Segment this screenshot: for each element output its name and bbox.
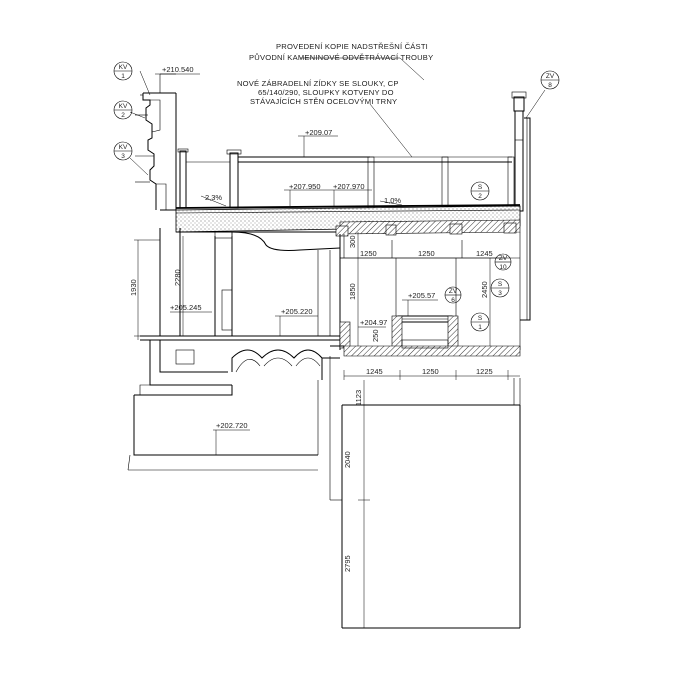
level-210540: +210.540 [162,65,194,74]
roof-slab [175,204,521,251]
tag-s1-bottom: 1 [478,324,482,331]
note-original-vent: PŮVODNÍ KAMENINOVÉ ODVĚTRÁVACÍ TROUBY [249,53,433,62]
tag-kv1-top: KV [119,64,128,71]
dim-1850: 1850 [348,283,357,300]
slope-left: 2,3% [205,193,222,202]
tag-s2-bottom: 2 [478,193,482,200]
detail-tag-zv10: ZV 10 [494,253,512,271]
dim-2450: 2450 [480,281,489,298]
dim-250: 250 [371,329,380,342]
lower-shaft [329,356,521,629]
dim-1123: 1123 [354,390,363,406]
detail-tag-kv2: KV 2 [113,100,133,120]
note-copy-vent: PROVEDENÍ KOPIE NADSTŘEŠNÍ ČÁSTI [276,42,428,51]
tag-kv3-top: KV [119,144,128,151]
tag-zv10-bottom: 10 [499,264,507,271]
tag-s3-top: S [498,281,503,288]
tag-s3-bottom: 3 [498,290,502,297]
left-parapet [135,73,177,211]
detail-tag-kv1: KV 1 [113,61,133,81]
tag-zv8-bottom: 8 [548,82,552,89]
tag-s2-top: S [478,184,483,191]
level-207950: +207.950 [289,182,321,191]
note-railing-3: STÁVAJÍCÍCH STĚN OCELOVÝMI TRNY [250,97,397,106]
level-20907: +209.07 [305,128,332,137]
dim-1250-b: 1250 [418,249,435,258]
level-202720: +202.720 [216,421,248,430]
level-205245: +205.245 [170,303,202,312]
roof-railing [177,148,515,210]
tag-kv1-bottom: 1 [121,73,125,80]
dim-1250-c: 1250 [422,367,439,376]
dim-1225: 1225 [476,367,493,376]
level-20557: +205.57 [408,291,435,300]
tag-zv6-top: ZV [449,288,458,295]
left-room [140,228,340,341]
detail-tag-zv6: ZV 6 [444,286,462,304]
tag-zv10-top: ZV [499,255,508,262]
note-railing-1: NOVÉ ZÁBRADELNÍ ZÍDKY SE SLOUKY, CP [237,79,399,88]
dimension-lines [129,57,546,628]
level-205220: +205.220 [281,307,313,316]
detail-tag-zv8: ZV 8 [540,70,560,90]
dim-300: 300 [348,235,357,248]
dim-1250-a: 1250 [360,249,377,258]
floor-opening [330,315,521,357]
detail-tag-s2: S 2 [470,181,490,201]
tag-s1-top: S [478,315,483,322]
dim-2280: 2280 [173,269,182,286]
dim-2795: 2795 [343,555,352,572]
slope-right: 1,0% [384,196,401,205]
tag-zv8-top: ZV [546,73,555,80]
dim-1245: 1245 [366,367,383,376]
dim-1930: 1930 [129,279,138,296]
detail-tag-kv3: KV 3 [113,141,133,161]
tag-zv6-bottom: 6 [451,297,455,304]
detail-tag-s1: S 1 [470,312,490,332]
tag-kv3-bottom: 3 [121,153,125,160]
dim-2040: 2040 [343,451,352,468]
dim-1245-top: 1245 [476,249,493,258]
level-20497: +204.97 [360,318,387,327]
tag-kv2-bottom: 2 [121,112,125,119]
note-railing-2: 65/140/290, SLOUPKY KOTVENY DO [258,88,394,97]
tag-kv2-top: KV [119,103,128,110]
level-207970: +207.970 [333,182,365,191]
basement-arches [127,340,340,471]
detail-tag-s3: S 3 [490,278,510,298]
